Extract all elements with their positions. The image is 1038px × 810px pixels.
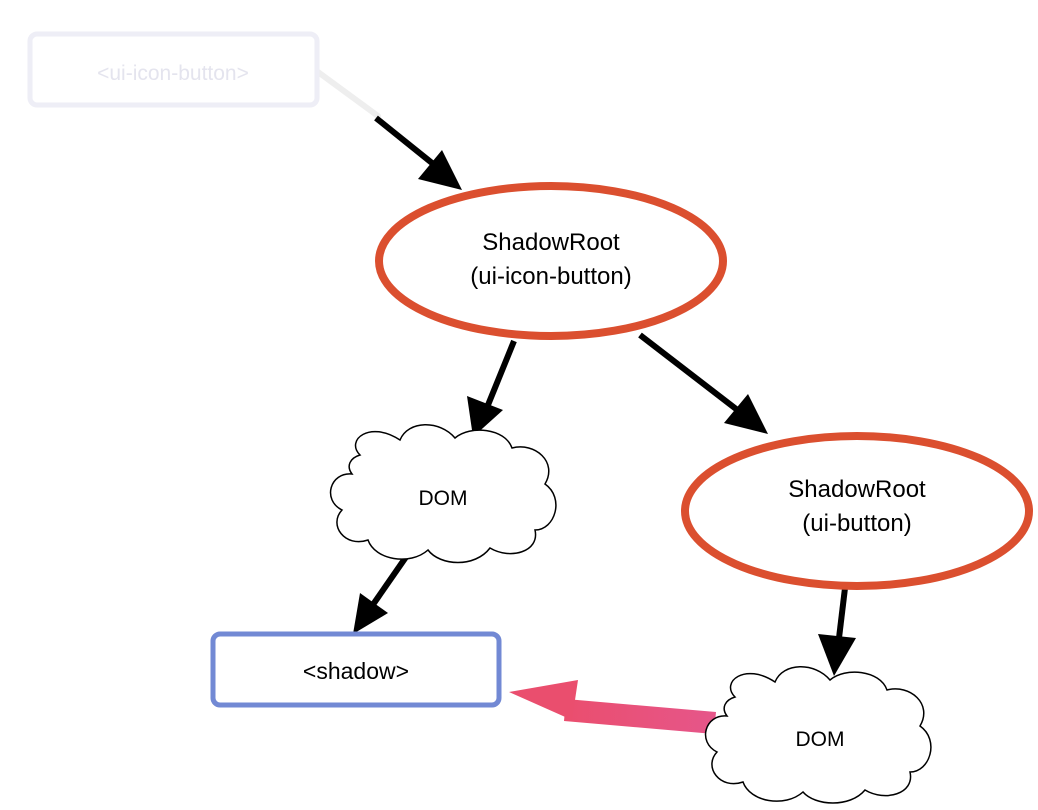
- dom-cloud-outer: DOM: [329, 424, 557, 564]
- shadowroot-inner-ellipse: [681, 432, 1033, 590]
- arrowhead: [818, 634, 856, 676]
- arrowhead: [418, 150, 462, 190]
- shadow-insertion-point-label: <shadow>: [303, 658, 409, 684]
- dom-to-shadow-insertion-arrow: [509, 680, 716, 734]
- arrow-shaft: [374, 115, 434, 166]
- host-node-box: [27, 31, 320, 108]
- dom-cloud-inner: DOM: [704, 666, 932, 804]
- shadowroot-outer-title: ShadowRoot: [482, 229, 620, 256]
- arrow-shaft: [485, 339, 517, 407]
- inner-shadowroot-to-dom-arrow: [818, 587, 856, 676]
- arrow-shaft: [369, 555, 409, 608]
- shadowroot-to-inner-shadowroot-arrow: [638, 332, 768, 434]
- shadow-insertion-point-box: [210, 631, 502, 708]
- dom-cloud-outer-label: DOM: [419, 487, 468, 510]
- dom-to-shadow-arrow: [353, 555, 409, 634]
- shadowroot-outer-subtitle: (ui-icon-button): [470, 263, 631, 290]
- shadowroot-inner: ShadowRoot (ui-button): [681, 432, 1033, 590]
- pink-arrowhead: [509, 680, 578, 720]
- shadowroot-inner-subtitle: (ui-button): [802, 510, 911, 537]
- shadowroot-outer-ellipse: [375, 182, 727, 340]
- shadow-insertion-point: <shadow>: [210, 631, 502, 708]
- host-to-shadowroot-arrow: [315, 69, 462, 190]
- arrow-shaft: [638, 332, 742, 415]
- pink-arrow-shaft: [564, 699, 716, 734]
- shadowroot-inner-title: ShadowRoot: [788, 476, 926, 503]
- dom-cloud-inner-label: DOM: [796, 728, 845, 751]
- arrowhead: [467, 396, 503, 437]
- faded-connector: [315, 69, 381, 119]
- arrowhead: [724, 394, 768, 434]
- dom-cloud-outer-shape: [329, 424, 557, 564]
- host-node-label: <ui-icon-button>: [97, 62, 249, 85]
- shadowroot-to-dom-arrow: [467, 339, 517, 437]
- dom-cloud-inner-shape: [704, 666, 932, 804]
- arrow-shaft: [836, 587, 848, 639]
- shadowroot-outer: ShadowRoot (ui-icon-button): [375, 182, 727, 340]
- arrowhead: [353, 593, 388, 634]
- host-node: <ui-icon-button>: [27, 31, 320, 108]
